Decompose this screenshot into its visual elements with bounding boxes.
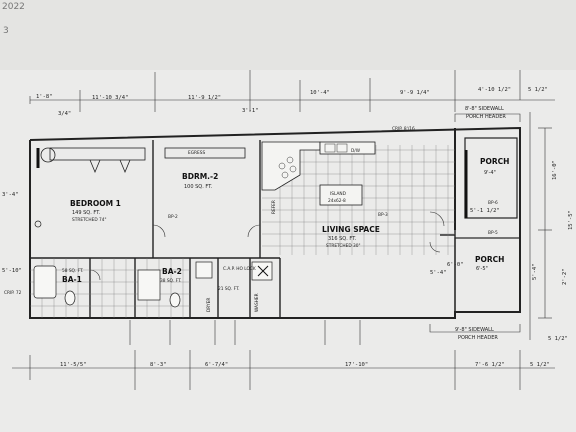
porch-header-bottom-line1: 9'-8" SIDEWALL bbox=[455, 327, 494, 333]
page-mark: 3 bbox=[3, 26, 9, 36]
bedroom1-note: STRETCHED 74" bbox=[72, 217, 107, 223]
living-note: STRETCHED 30" bbox=[326, 243, 361, 249]
dim-top-9: 3'-1" bbox=[242, 108, 259, 114]
dim-top-4: 9'-9 1/4" bbox=[400, 90, 430, 96]
bedroom1-area: 149 SQ. FT. bbox=[72, 210, 101, 216]
dim-top-5: 4'-10 1/2" bbox=[478, 87, 511, 93]
dim-bottom-2: 8'-3" bbox=[150, 362, 167, 368]
crip-left-label: CRIP. 72 bbox=[4, 290, 22, 296]
egress-label: EGRESS bbox=[188, 150, 205, 156]
dim-top-6: 5 1/2" bbox=[528, 87, 548, 93]
toilet-ba1 bbox=[64, 290, 76, 306]
dim-misc-2: 5'-10" bbox=[2, 268, 22, 274]
living-area: 316 SQ. FT. bbox=[328, 236, 357, 242]
dim-misc-1: 3'-4" bbox=[2, 192, 19, 198]
dim-misc-3: 5'-1 1/2" bbox=[470, 208, 500, 214]
dim-bottom-6: 5 1/2" bbox=[530, 362, 550, 368]
porch-header-top-bracket bbox=[454, 113, 521, 122]
porch-top-size: 9'-4" bbox=[484, 170, 496, 176]
crip-label: CRIP. 8'/16 bbox=[392, 126, 415, 132]
shower-ba2 bbox=[137, 269, 161, 301]
bath1-area: 58 SQ. FT. bbox=[62, 268, 84, 274]
island-name: ISLAND bbox=[330, 191, 347, 197]
utility-area: 21 SQ. FT. bbox=[218, 286, 240, 292]
dim-top-3: 10'-4" bbox=[310, 90, 330, 96]
bedroom2-area: 100 SQ. FT. bbox=[184, 184, 213, 190]
bath-fixtures bbox=[33, 261, 273, 308]
door-swings bbox=[89, 211, 445, 281]
porch-posts bbox=[36, 148, 468, 218]
bottom-dimension-lines bbox=[12, 320, 555, 390]
living-name: LIVING SPACE bbox=[322, 225, 380, 234]
refer-label: REFER bbox=[271, 200, 277, 214]
dim-bottom-5: 7'-6 1/2" bbox=[475, 362, 505, 368]
water-heater bbox=[195, 261, 213, 279]
dim-bottom-1: 11'-5/5" bbox=[60, 362, 87, 368]
right-dimension-lines bbox=[529, 112, 552, 340]
dw-label: D/W bbox=[351, 148, 361, 154]
porch-top-name: PORCH bbox=[480, 157, 509, 166]
tile-grid bbox=[30, 145, 455, 318]
washer-label: WASHER bbox=[254, 293, 260, 312]
porch-header-top-line2: PORCH HEADER bbox=[466, 114, 506, 120]
toilet-ba2 bbox=[169, 292, 181, 308]
dim-right-3: 2'-2" bbox=[562, 268, 568, 285]
bath1-name: BA-1 bbox=[62, 275, 82, 284]
bp3-label: BP-3 bbox=[378, 212, 388, 218]
bp5-label: BP-5 bbox=[488, 230, 498, 236]
hatch-marks bbox=[257, 265, 269, 277]
tub bbox=[33, 265, 57, 299]
porch-header-bottom-bracket bbox=[429, 324, 521, 333]
cap-label: C.A.P. HO LOCK bbox=[223, 266, 256, 272]
kitchen-counters bbox=[261, 141, 376, 206]
outlet-symbol bbox=[34, 220, 42, 228]
bp6-label: BP-6 bbox=[488, 200, 498, 206]
porch-header-top-line1: 8'-8" SIDEWALL bbox=[465, 106, 504, 112]
dim-top-2: 11'-9 1/2" bbox=[188, 95, 221, 101]
dim-top-8: 3/4" bbox=[58, 111, 71, 117]
porch-bottom-name: PORCH bbox=[475, 255, 504, 264]
ceiling-fan-symbol bbox=[40, 147, 56, 163]
bp2-label: BP-2 bbox=[168, 214, 178, 220]
dim-misc-5: 5'-4" bbox=[430, 270, 447, 276]
dim-bottom-4: 17'-10" bbox=[345, 362, 368, 368]
dryer-label: DRYER bbox=[206, 298, 212, 312]
top-dimension-lines bbox=[29, 70, 555, 112]
range-burners bbox=[278, 156, 297, 179]
porch-header-bottom-line2: PORCH HEADER bbox=[458, 335, 498, 341]
dim-right-2: 5 1/2" bbox=[548, 336, 568, 342]
dim-right-1: 15'-5" bbox=[568, 210, 574, 230]
porch-bottom-size: 6'-5" bbox=[476, 266, 488, 272]
bath2-name: BA-2 bbox=[162, 267, 182, 276]
bedroom1-name: BEDROOM 1 bbox=[70, 199, 121, 208]
bath2-area: 38 SQ. FT. bbox=[160, 278, 182, 284]
dim-misc-6: 16'-0" bbox=[552, 160, 558, 180]
dim-bottom-3: 6'-7/4" bbox=[205, 362, 228, 368]
paper-shadow bbox=[0, 0, 576, 70]
bedroom2-name: BDRM.-2 bbox=[182, 172, 218, 181]
dim-right-4: 5'-4" bbox=[532, 263, 538, 280]
island-size: 24x62-8 bbox=[328, 198, 346, 204]
kitchen-sink bbox=[324, 143, 348, 153]
dim-top-7: 1'-8" bbox=[36, 94, 53, 100]
watermark-year: 2022 bbox=[2, 2, 25, 12]
dim-misc-4: 6'-0" bbox=[447, 262, 464, 268]
dim-top-1: 11'-10 3/4" bbox=[92, 95, 128, 101]
closet-fixtures bbox=[49, 147, 246, 174]
vertical-labels: REFER WASHER DRYER bbox=[206, 200, 277, 312]
kitchen-island bbox=[319, 184, 363, 206]
